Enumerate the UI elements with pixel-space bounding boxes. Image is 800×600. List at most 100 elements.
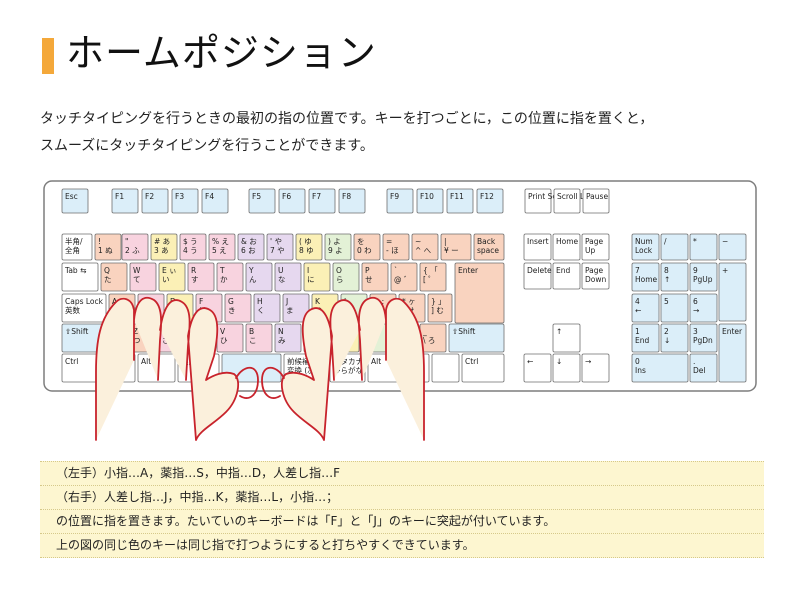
key-row4-11: _\ ろ — [419, 323, 447, 353]
page-title: ホームポジション — [66, 31, 377, 75]
key-label: F5 — [252, 192, 261, 201]
key-row5-10: Ctrl — [461, 353, 505, 383]
key-label: Enter — [722, 327, 743, 336]
key-label: Esc — [65, 192, 78, 201]
title-accent-bar — [42, 38, 54, 74]
key-label: F4 — [205, 192, 214, 201]
note-right-hand: （右手）人差し指…J，中指…K，薬指…L，小指…； — [40, 486, 764, 510]
key-numpad-3: − — [718, 233, 747, 261]
key-label: Pause — [586, 192, 608, 201]
key-fn-3: F3 — [171, 188, 199, 214]
key-row1-11: =- ほ — [382, 233, 410, 261]
key-label: } 」] む — [431, 297, 446, 315]
key-label: E ぃい — [162, 266, 177, 284]
key-numpad-1: / — [660, 233, 689, 261]
key-label: F6 — [282, 192, 291, 201]
key-arrow-2: ↓ — [552, 353, 581, 383]
key-row1-12: ~^ へ — [411, 233, 439, 261]
key-row2-3: E ぃい — [158, 262, 186, 292]
key-row1-2: "2 ふ — [121, 233, 149, 261]
key-nav-3: Delete — [523, 262, 552, 290]
key-label: ~^ へ — [415, 237, 432, 255]
key-label: * — [693, 237, 697, 246]
key-row1-1: !1 ぬ — [94, 233, 122, 261]
key-numpad-2: * — [689, 233, 718, 261]
notes-box: （左手）小指…A，薬指…S，中指…D，人差し指…F （右手）人差し指…J，中指…… — [40, 461, 764, 558]
key-label: Print Screen — [528, 192, 574, 201]
key-label: + — [722, 266, 728, 275]
key-label: 半角/全角 — [65, 236, 83, 255]
key-label: Tab ⇆ — [64, 266, 86, 275]
key-label: =- ほ — [386, 237, 399, 255]
key-row2-12: { 「[ ゜ — [419, 262, 447, 292]
key-label: カタカナひらがな — [333, 357, 363, 375]
key-label: Alt — [371, 357, 381, 366]
key-fn-8: F8 — [338, 188, 366, 214]
key-label: !1 ぬ — [98, 237, 113, 255]
key-label: ← — [527, 357, 533, 366]
key-label: .Del — [693, 357, 705, 375]
key-fn-0: Esc — [61, 188, 89, 214]
key-label: 5 — [664, 297, 669, 306]
key-label: → — [585, 357, 591, 366]
key-arrow-0: ↑ — [552, 323, 581, 353]
key-row2-0: Tab ⇆ — [61, 262, 99, 292]
key-label: 2↓ — [664, 327, 670, 345]
key-fn-1: F1 — [111, 188, 139, 214]
key-fn-7: F7 — [308, 188, 336, 214]
key-numpad-8: 4← — [631, 293, 660, 323]
key-row3-12: } 」] む — [427, 293, 453, 323]
key-label: "2 ふ — [125, 237, 140, 255]
key-label: − — [722, 237, 728, 246]
key-label: 8↑ — [664, 266, 670, 284]
key-fn-13: Print Screen — [524, 188, 574, 214]
key-nav-4: End — [552, 262, 581, 290]
key-label: F10 — [420, 192, 434, 201]
key-enter: Enter — [454, 262, 505, 324]
key-label: `@ ゛ — [394, 266, 411, 284]
key-fn-15: Pause — [582, 188, 610, 214]
key-label: Enter — [458, 266, 479, 275]
left-hand-icon — [95, 296, 240, 441]
key-label: Scroll Lock — [557, 192, 598, 201]
right-hand-icon — [280, 296, 425, 441]
